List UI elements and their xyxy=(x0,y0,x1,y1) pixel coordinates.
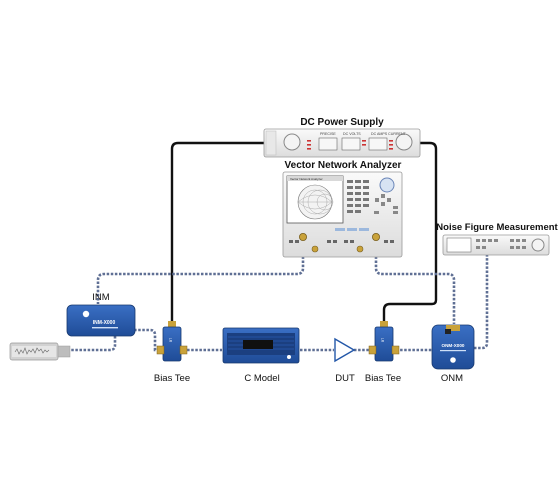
c-model-label: C Model xyxy=(244,373,279,384)
dc-cable-left xyxy=(170,141,268,322)
coax-vna-to-onm xyxy=(374,240,456,324)
vna-screen-title: Vector Network Analyzer xyxy=(290,177,323,181)
nfm-knob[interactable] xyxy=(531,238,545,252)
svg-text:BT: BT xyxy=(381,338,385,342)
onm-module[interactable]: ONM-X000 ONM xyxy=(431,324,475,384)
psu-display-3 xyxy=(368,137,388,151)
svg-text:BT: BT xyxy=(169,338,173,342)
bias-tee-right[interactable]: BT Bias Tee xyxy=(365,321,401,384)
c-model-front-slot xyxy=(243,340,273,349)
vna-port-1[interactable] xyxy=(298,232,307,241)
vector-network-analyzer[interactable]: Vector Network Analyzer Vector Network A… xyxy=(282,160,403,258)
dc-power-supply-title: DC Power Supply xyxy=(300,117,384,128)
c-model[interactable]: C Model xyxy=(222,327,300,384)
dut-label: DUT xyxy=(335,373,355,384)
nfm-display xyxy=(446,237,472,253)
cables xyxy=(70,141,489,352)
nfm-title: Noise Figure Measurement xyxy=(436,222,558,233)
inm-label: INM xyxy=(92,292,110,303)
inm-module[interactable]: INM INM-X000 xyxy=(66,292,136,337)
vna-knob[interactable] xyxy=(379,177,395,193)
bias-tee-left[interactable]: BT Bias Tee xyxy=(154,321,190,384)
coax-vna-to-inm xyxy=(96,240,305,304)
psu-power-dial[interactable] xyxy=(283,133,301,151)
dc-power-supply[interactable]: DC Power Supply PRECISE DC VOLTS DC AMPS… xyxy=(263,117,421,158)
psu-amps-label: DC AMPS CURRENT xyxy=(371,132,407,136)
psu-display-1 xyxy=(318,137,338,151)
coax-onm-to-nfm xyxy=(474,254,489,350)
coax-inm-to-noise-source xyxy=(70,336,117,352)
amplifier-symbol xyxy=(334,337,356,363)
noise-source[interactable] xyxy=(9,342,71,361)
inm-logo xyxy=(82,310,90,318)
onm-front-text: ONM-X000 xyxy=(442,343,465,348)
psu-display-2 xyxy=(341,137,361,151)
dc-cable-right xyxy=(382,141,438,322)
bias-tee-left-label: Bias Tee xyxy=(154,373,190,384)
psu-precise-label: PRECISE xyxy=(320,132,336,136)
onm-logo xyxy=(450,357,456,363)
vna-title: Vector Network Analyzer xyxy=(285,160,402,171)
dut[interactable]: DUT xyxy=(334,337,356,384)
psu-volts-label: DC VOLTS xyxy=(343,132,361,136)
noise-waveform xyxy=(14,347,50,355)
vna-port-2[interactable] xyxy=(371,232,380,241)
onm-label: ONM xyxy=(441,373,463,384)
noise-figure-measurement[interactable]: Noise Figure Measurement xyxy=(436,222,559,256)
inm-front-text: INM-X000 xyxy=(93,320,116,326)
bias-tee-right-label: Bias Tee xyxy=(365,373,401,384)
